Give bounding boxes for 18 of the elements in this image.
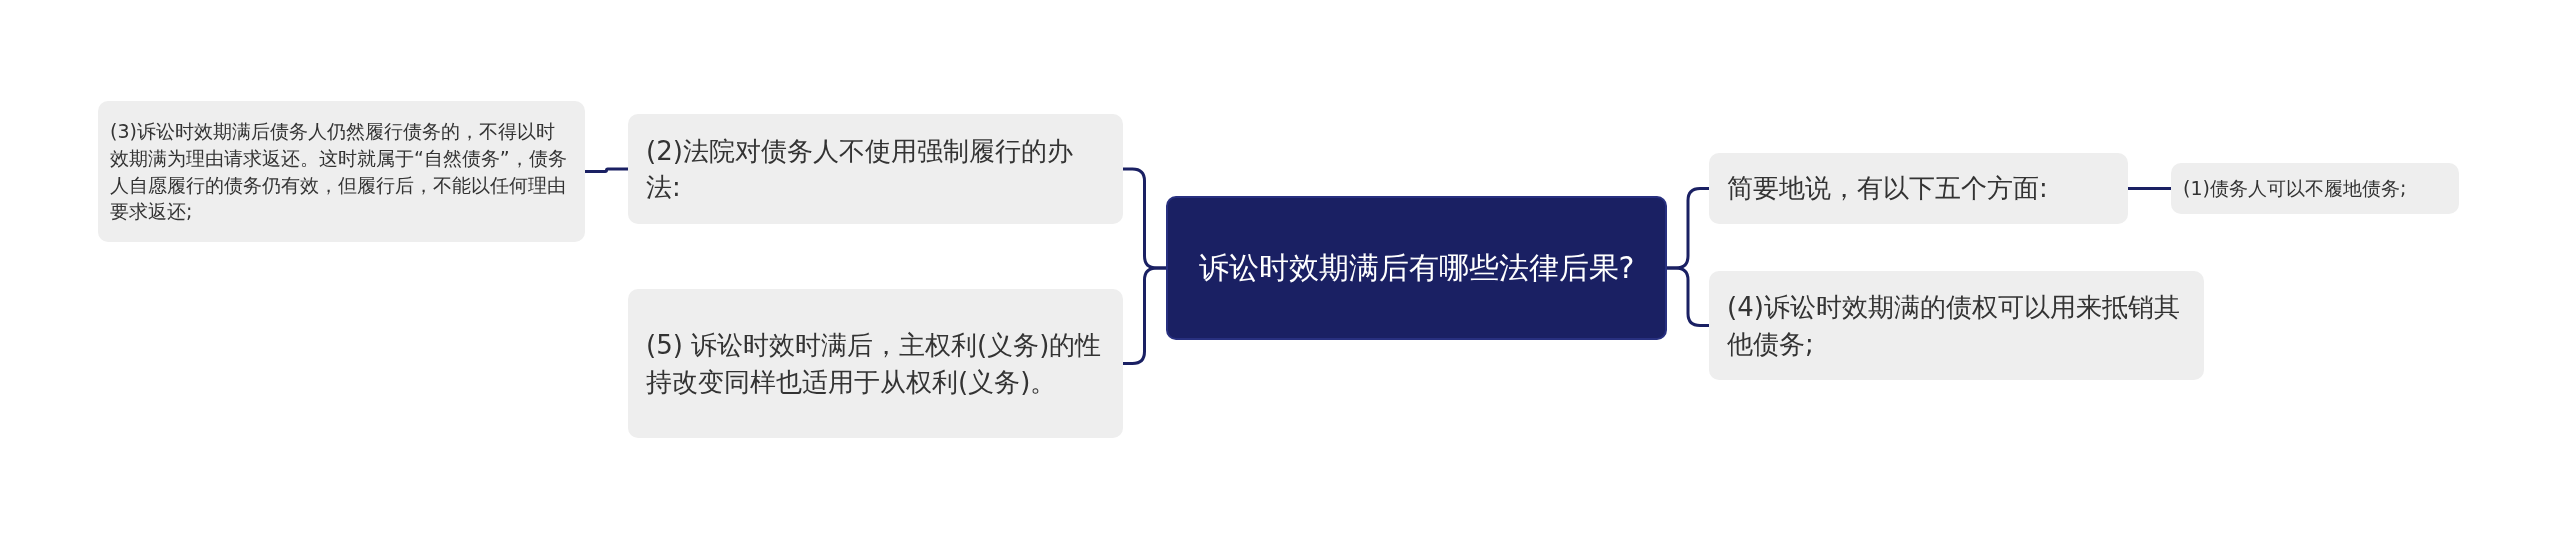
topic-box — [1166, 196, 1667, 340]
connector-line — [1123, 266, 1166, 365]
subtopic-box — [1709, 153, 2128, 224]
node-text: (5) 诉讼时效时满后，主权利(义务)的性持改变同样也适用于从权利(义务)。 — [646, 329, 1103, 399]
node-text: (3)诉讼时效期满后债务人仍然履行债务的，不得以时效期满为理由请求返还。这时就属于“自然债务”，债务人自愿履行的债务仍有效，但履行后，不能以任何理由要求返还; — [110, 119, 568, 225]
connector-line — [2128, 187, 2171, 190]
subtopic-box — [1709, 271, 2204, 380]
node-text: (2)法院对债务人不使用强制履行的办法: — [646, 134, 1074, 204]
subtopic-box — [628, 114, 1123, 224]
subtopic-box — [98, 101, 585, 242]
subtopic-box — [2171, 163, 2459, 214]
node-text: 简要地说，有以下五个方面: — [1727, 172, 2048, 206]
connector-line — [1667, 266, 1709, 327]
node-text: (1)债务人可以不履地债务; — [2183, 176, 2407, 202]
subtopic-box — [628, 289, 1123, 438]
node-text: 诉讼时效期满后有哪些法律后果? — [1198, 249, 1635, 287]
node-text: (4)诉讼时效期满的债权可以用来抵销其他债务; — [1727, 291, 2181, 361]
connector-line — [585, 167, 628, 173]
